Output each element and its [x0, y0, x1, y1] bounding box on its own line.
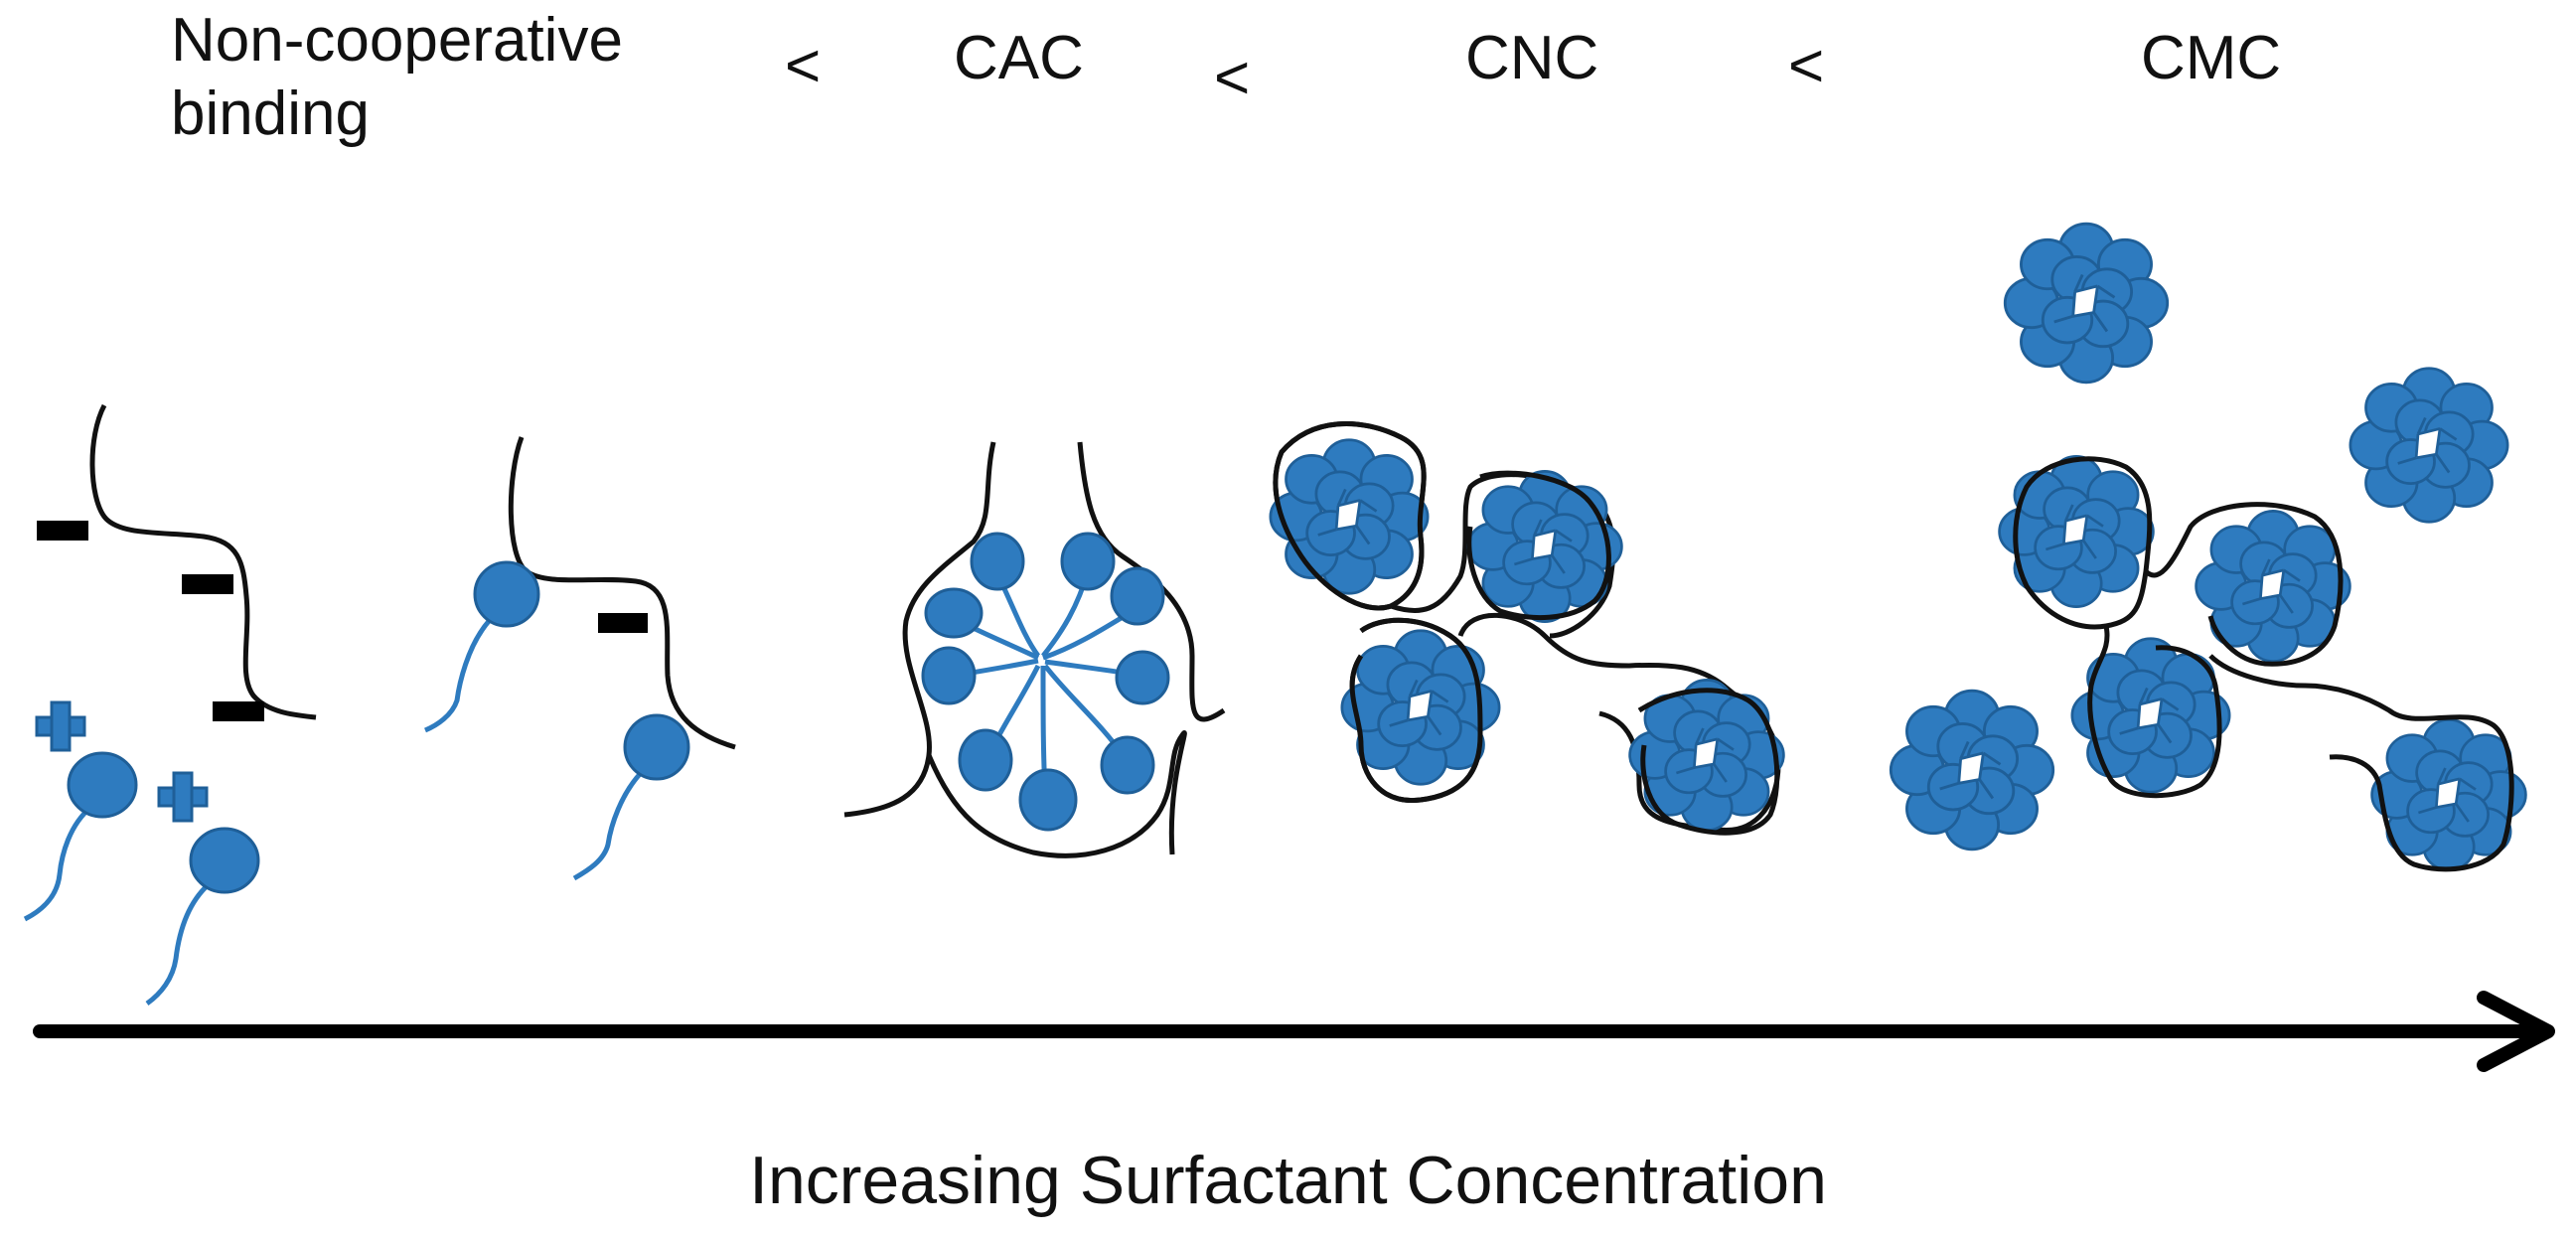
polymer-chain-5c [2087, 625, 2222, 799]
surfactant-molecule [145, 827, 260, 1007]
negative-charge-icon [182, 574, 233, 594]
polymer-chain-5b [2144, 502, 2344, 667]
free-micelle-1 [2003, 222, 2170, 385]
polymer-chain-2 [508, 436, 736, 750]
polymer-chain-1 [89, 403, 317, 720]
micelle-cnc-1 [1269, 438, 1430, 595]
polymer-chain-3 [843, 441, 996, 818]
polymer-chain-5a [2013, 456, 2153, 630]
cmc-graphic [1889, 222, 2527, 872]
surfactant-molecule [423, 560, 540, 733]
positive-charge-icon [35, 700, 86, 752]
surfactant-molecule [23, 751, 138, 922]
polymer-chain-5d [2208, 654, 2514, 872]
cnc-necklace-graphic [1269, 421, 1785, 836]
polymer-chain-3b [1077, 441, 1226, 722]
surfactant-heads [921, 532, 1170, 832]
polymer-chain-3c [926, 730, 1187, 858]
less-than-separator-2: < [1214, 44, 1251, 112]
cac-aggregate-graphic [843, 441, 1226, 858]
free-micelle-3 [1889, 689, 2055, 852]
stage-label-cnc: CNC [1465, 24, 1599, 92]
free-micelle-2 [2349, 367, 2509, 524]
stage-label-cmc: CMC [2141, 24, 2282, 92]
stage-1-graphic [23, 403, 317, 1007]
negative-charge-icon [37, 521, 88, 541]
stage-1b-graphic [423, 436, 736, 881]
positive-charge-icon [157, 771, 209, 823]
axis-label-increasing-surfactant-concentration: Increasing Surfactant Concentration [749, 1143, 1827, 1218]
surfactant-molecule [572, 713, 690, 881]
bound-micelle-3 [2070, 637, 2231, 794]
stage-label-cac: CAC [954, 24, 1084, 92]
less-than-separator-3: < [1788, 32, 1825, 100]
less-than-separator-1: < [785, 32, 822, 100]
concentration-arrow [33, 991, 2555, 1072]
negative-charge-icon [598, 613, 648, 633]
negative-charge-icon [213, 701, 264, 721]
bound-micelle-1 [1998, 455, 2155, 608]
stage-label-non-cooperative: Non-cooperative binding [171, 6, 623, 149]
